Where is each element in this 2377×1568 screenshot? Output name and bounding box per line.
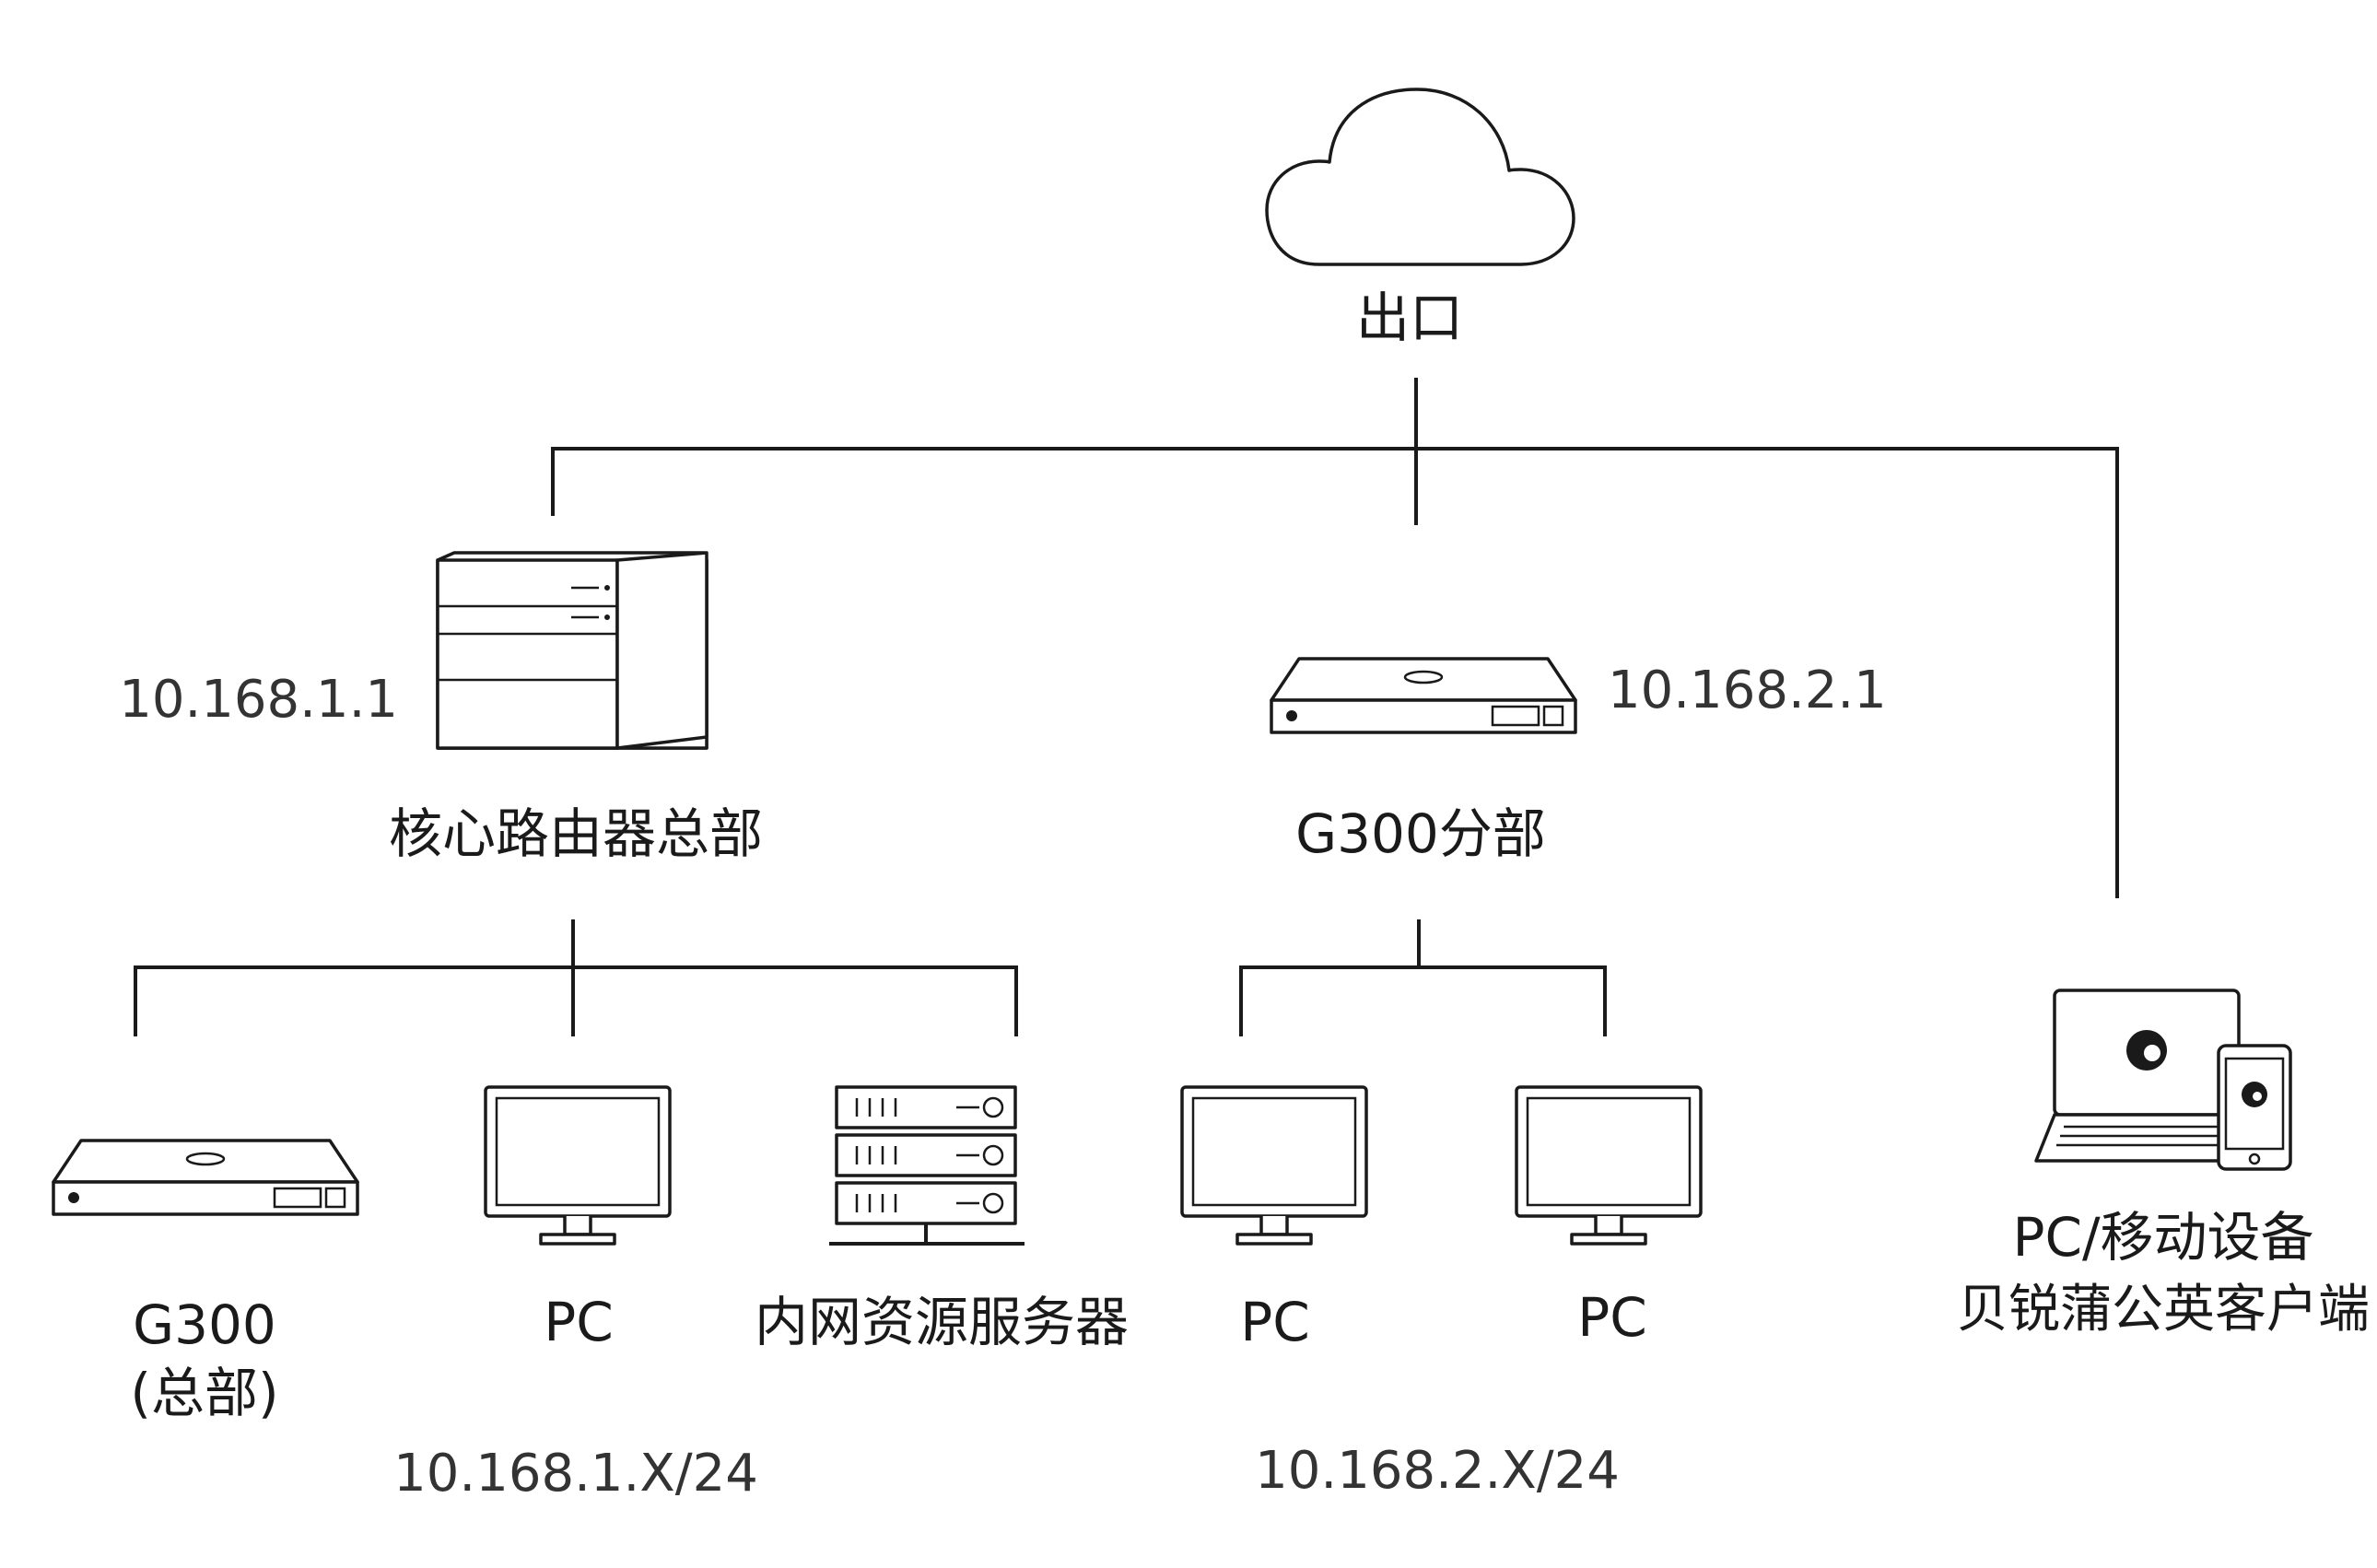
branch-ip-label: 10.168.2.1 <box>1608 661 1887 720</box>
branch-pc2-label: PC <box>1577 1286 1646 1349</box>
cloud-icon <box>1265 88 1575 266</box>
mobile-device-label: PC/移动设备 <box>2012 1206 2313 1269</box>
gateway-router-icon <box>1270 657 1577 734</box>
branch-pc1-label: PC <box>1240 1291 1309 1353</box>
branch-gateway-label: G300分部 <box>1295 802 1546 865</box>
monitor-icon <box>1180 1085 1368 1246</box>
laptop-phone-icon <box>2034 989 2292 1171</box>
exit-label: 出口 <box>1356 287 1463 349</box>
branch-subnet-label: 10.168.2.X/24 <box>1255 1441 1620 1501</box>
hq-subnet-label: 10.168.1.X/24 <box>393 1444 758 1504</box>
core-ip-label: 10.168.1.1 <box>119 670 398 730</box>
connector-lines <box>134 378 2119 1036</box>
exit-bus-line <box>551 447 2119 898</box>
hq-pc-label: PC <box>544 1291 613 1353</box>
hq-g300-sublabel: (总部) <box>130 1362 278 1424</box>
core-router-label: 核心路由器总部 <box>389 802 763 865</box>
monitor-icon <box>1515 1085 1703 1246</box>
branch-bus-line <box>1239 965 1607 1036</box>
monitor-icon <box>484 1085 672 1246</box>
mobile-client-label: 贝锐蒲公英客户端 <box>1957 1280 2370 1340</box>
hq-g300-label: G300 <box>133 1293 276 1356</box>
gateway-router-icon <box>52 1139 359 1216</box>
server-cabinet-icon <box>436 551 708 750</box>
hq-server-label: 内网资源服务器 <box>755 1291 1129 1353</box>
rack-server-icon <box>829 1085 1025 1246</box>
core-bus-line <box>134 965 1018 1036</box>
